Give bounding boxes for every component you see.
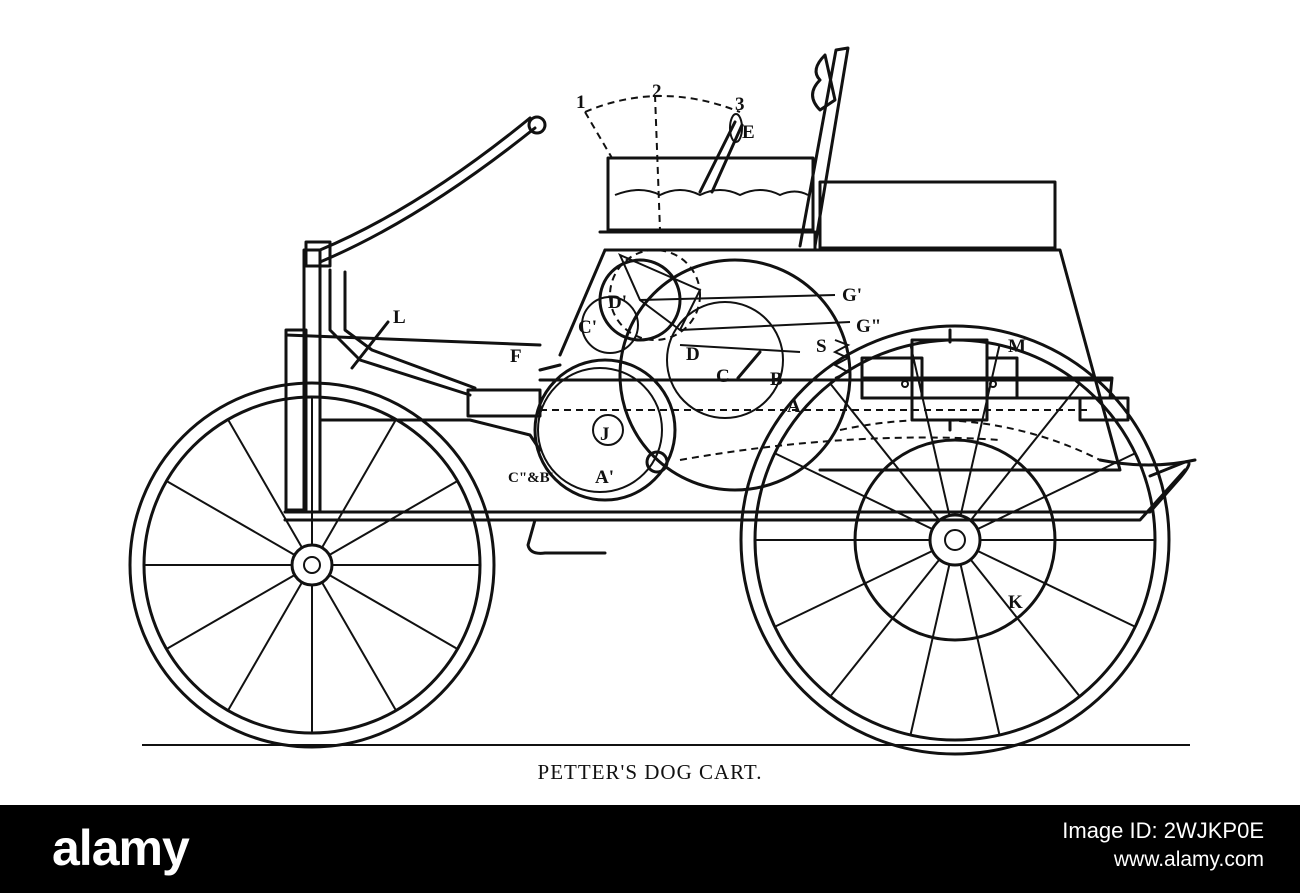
dog-cart-diagram: 1 2 3 E L F D' C' G' G" D C B A S M J C"… — [128, 46, 1197, 756]
label-s: S — [816, 336, 827, 357]
label-a: A — [787, 396, 801, 417]
wheel-spoke — [774, 452, 933, 531]
wheel-spoke — [328, 574, 458, 650]
label-c1: C' — [578, 317, 597, 338]
label-d: D — [686, 344, 700, 365]
wheel-spoke — [321, 581, 397, 711]
chassis-frame — [283, 115, 1197, 555]
label-k: K — [1008, 592, 1023, 613]
wheel-spoke — [321, 419, 397, 549]
label-c2b1: C"&B' — [508, 470, 554, 486]
label-g1: G' — [842, 285, 862, 306]
cart-body — [538, 46, 1122, 472]
wheel-spoke — [909, 344, 951, 516]
watermark-bar: alamy Image ID: 2WJKP0E www.alamy.com — [0, 805, 1300, 893]
brand-logo: alamy — [52, 820, 190, 876]
wheel-spoke — [166, 480, 296, 556]
wheel-spoke — [969, 558, 1081, 697]
label-f: F — [510, 346, 522, 367]
wheel-spoke — [227, 419, 303, 549]
label-l: L — [393, 307, 406, 328]
wheel-spoke — [166, 574, 296, 650]
wheel-spoke — [328, 480, 458, 556]
label-pos2: 2 — [652, 81, 662, 102]
wheel-spoke — [829, 383, 941, 522]
wheel-spoke — [977, 549, 1136, 628]
label-c: C — [716, 366, 730, 387]
label-b: B — [770, 369, 783, 390]
wheel-spoke — [959, 344, 1001, 516]
front-wheel — [128, 381, 496, 749]
label-m: M — [1008, 336, 1026, 357]
wheel-spoke — [909, 564, 951, 736]
label-pos3: 3 — [735, 94, 745, 115]
label-e: E — [742, 122, 755, 143]
figure-caption: PETTER'S DOG CART. — [537, 760, 763, 784]
label-g2: G" — [856, 316, 881, 337]
label-a1: A' — [595, 467, 614, 488]
site-url: www.alamy.com — [1113, 848, 1264, 871]
wheel-spoke — [969, 383, 1081, 522]
rear-wheel — [739, 324, 1171, 756]
label-pos1: 1 — [576, 92, 586, 113]
wheel-spoke — [959, 564, 1001, 736]
wheel-spoke — [227, 581, 303, 711]
image-id-block: Image ID: 2WJKP0E www.alamy.com — [1062, 816, 1264, 874]
wheel-spoke — [977, 452, 1136, 531]
engine-machinery — [533, 249, 1130, 502]
wheel-spoke — [774, 549, 933, 628]
label-j: J — [600, 424, 610, 445]
image-id-text: Image ID: 2WJKP0E — [1062, 818, 1264, 843]
diagram-labels: 1 2 3 E L F D' C' G' G" D C B A S M J C"… — [393, 81, 1026, 613]
label-d1: D' — [608, 292, 627, 313]
wheel-spoke — [829, 558, 941, 697]
